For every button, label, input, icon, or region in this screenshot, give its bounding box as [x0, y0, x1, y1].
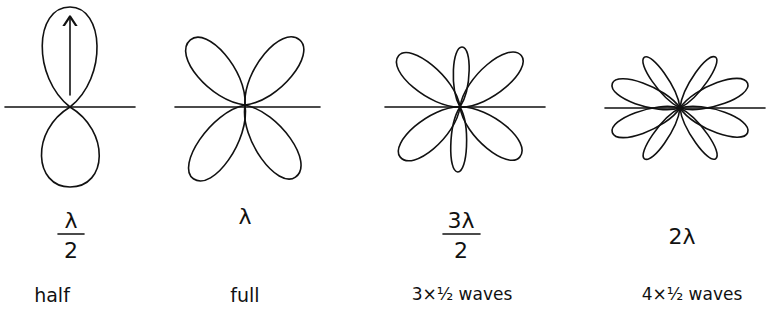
fraction-bar: [58, 233, 84, 235]
wavelength-denominator: 2: [454, 240, 468, 262]
wavelength-numerator: 3λ: [447, 210, 474, 232]
wave-count-label: full: [230, 286, 259, 305]
four-half-wave-pattern: [605, 53, 765, 163]
three-half-wave-pattern: [385, 44, 545, 172]
half-wave-pattern: [5, 7, 135, 187]
full-wave-pattern: [175, 28, 320, 189]
wavelength-label: 2λ: [668, 226, 695, 248]
fraction-bar: [443, 233, 480, 235]
wave-count-label: half: [34, 286, 70, 305]
wavelength-label: λ: [238, 206, 251, 228]
wave-count-label: 4×½ waves: [642, 286, 743, 303]
wavelength-denominator: 2: [64, 240, 78, 262]
wave-count-label: 3×½ waves: [412, 286, 513, 303]
wavelength-numerator: λ: [64, 210, 77, 232]
